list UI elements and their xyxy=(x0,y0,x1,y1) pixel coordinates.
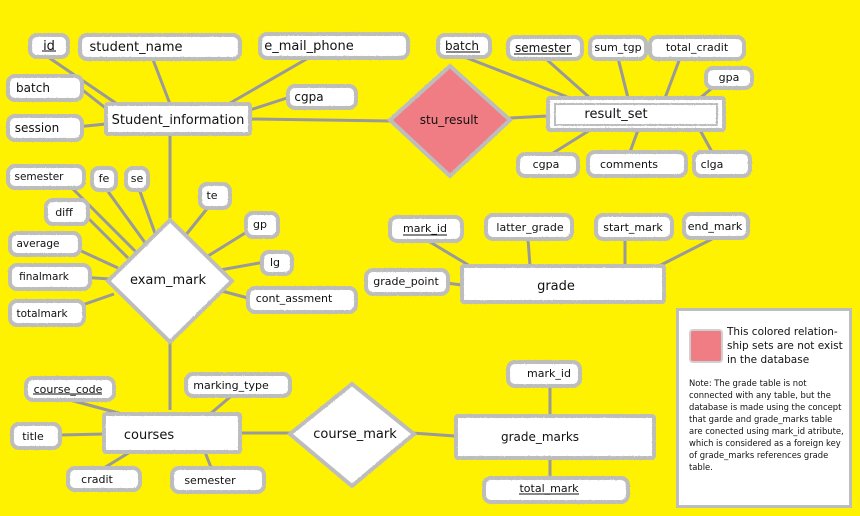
attribute-te xyxy=(198,182,232,210)
label-sum-tgp: sum_tgp xyxy=(594,41,641,54)
attribute-fe xyxy=(90,166,118,192)
label-total-cradit: total_cradit xyxy=(666,41,729,54)
entity-student-information xyxy=(104,102,252,136)
label-average: average xyxy=(17,238,60,250)
attribute-mark-id-grade-marks xyxy=(506,360,582,388)
attribute-gp xyxy=(244,211,280,239)
attribute-lg xyxy=(260,250,294,276)
attribute-cont-assment xyxy=(246,286,358,314)
label-entity-student-information: Student_information xyxy=(112,113,245,128)
key-underlines xyxy=(33,50,579,495)
attribute-batch-student xyxy=(6,74,84,102)
label-exam-mark: exam_mark xyxy=(130,273,207,288)
attribute-end-mark xyxy=(682,212,750,240)
attribute-session xyxy=(6,114,84,142)
label-totalmark: totalmark xyxy=(16,308,68,320)
label-course-mark: course_mark xyxy=(313,427,397,442)
label-cgpa-result: cgpa xyxy=(533,158,560,171)
label-grade-point: grade_point xyxy=(373,275,439,288)
label-student-name: student_name xyxy=(89,40,182,55)
label-lg: lg xyxy=(270,256,280,269)
attribute-total-mark xyxy=(482,476,630,504)
attribute-comments xyxy=(586,150,688,178)
attribute-student-name xyxy=(78,33,242,61)
attribute-semester-exam xyxy=(6,164,86,190)
label-diff: diff xyxy=(55,206,73,219)
note-text: Note: The grade table is not connected w… xyxy=(689,378,844,472)
attribute-clga xyxy=(692,150,752,178)
attribute-start-mark xyxy=(594,213,674,241)
entity-result-set xyxy=(546,96,726,132)
label-gp: gp xyxy=(253,218,267,231)
attribute-cradit xyxy=(66,466,142,492)
label-semester-result: semester xyxy=(515,41,571,55)
entity-grade xyxy=(460,264,666,304)
label-mark-id-grade: mark_id xyxy=(403,222,447,235)
entity-result-set-inner-border xyxy=(554,103,718,126)
label-e-mail-phone: e_mail_phone xyxy=(264,39,354,54)
attribute-diff xyxy=(44,198,90,226)
entity-grade-marks xyxy=(454,414,656,460)
legend-color-swatch xyxy=(689,329,723,363)
attribute-semester-course xyxy=(170,466,266,494)
label-cgpa-student: cgpa xyxy=(294,90,323,104)
label-te: te xyxy=(206,189,217,202)
label-comments: comments xyxy=(600,158,658,171)
label-entity-grade-marks: grade_marks xyxy=(501,430,579,444)
label-batch-result: batch xyxy=(445,39,479,53)
label-finalmark: finalmark xyxy=(19,271,70,283)
attribute-total-cradit xyxy=(648,35,746,61)
legend-note-box: This colored relation-ship sets are not … xyxy=(676,308,852,508)
label-cont-assment: cont_assment xyxy=(256,292,333,305)
label-entity-result-set: result_set xyxy=(584,107,647,122)
attribute-sum-tgp xyxy=(588,35,648,61)
label-latter-grade: latter_grade xyxy=(496,221,563,234)
legend-text: This colored relation-ship sets are not … xyxy=(727,326,843,366)
attribute-cgpa-student xyxy=(286,84,358,110)
label-mark-id-grade-marks: mark_id xyxy=(527,367,571,380)
label-gpa: gpa xyxy=(719,71,740,84)
label-semester-course: semester xyxy=(184,474,236,487)
attribute-se xyxy=(124,166,150,192)
label-stu-result: stu_result xyxy=(420,113,479,127)
relationship-course-mark xyxy=(286,381,418,489)
label-fe: fe xyxy=(99,172,110,185)
attribute-marking-type xyxy=(184,372,292,398)
relationship-exam-mark xyxy=(105,217,235,345)
attribute-e-mail-phone xyxy=(258,32,410,60)
attribute-cgpa-result xyxy=(516,152,580,178)
label-end-mark: end_mark xyxy=(688,220,743,233)
relationship-stu-result xyxy=(387,63,513,179)
label-id: id xyxy=(43,39,55,54)
label-se: se xyxy=(131,172,144,185)
entity-courses xyxy=(102,412,242,454)
label-batch-student: batch xyxy=(16,81,50,95)
attribute-title xyxy=(10,422,62,450)
label-session: session xyxy=(15,121,59,135)
label-marking-type: marking_type xyxy=(193,379,269,392)
label-start-mark: start_mark xyxy=(603,221,663,234)
label-clga: clga xyxy=(701,158,724,171)
label-entity-grade: grade xyxy=(537,279,575,294)
label-entity-courses: courses xyxy=(124,428,174,443)
label-cradit: cradit xyxy=(81,473,113,486)
attribute-finalmark xyxy=(8,263,92,291)
attribute-grade-point xyxy=(364,268,450,296)
label-title: title xyxy=(22,430,44,443)
attribute-latter-grade xyxy=(484,213,574,241)
label-course-code: course_code xyxy=(34,383,103,396)
label-semester-exam: semester xyxy=(15,171,65,183)
label-total-mark: total_mark xyxy=(519,482,579,495)
attribute-gpa xyxy=(704,66,754,90)
attribute-id xyxy=(28,33,70,59)
attribute-average xyxy=(8,231,82,257)
attribute-totalmark xyxy=(8,299,86,327)
